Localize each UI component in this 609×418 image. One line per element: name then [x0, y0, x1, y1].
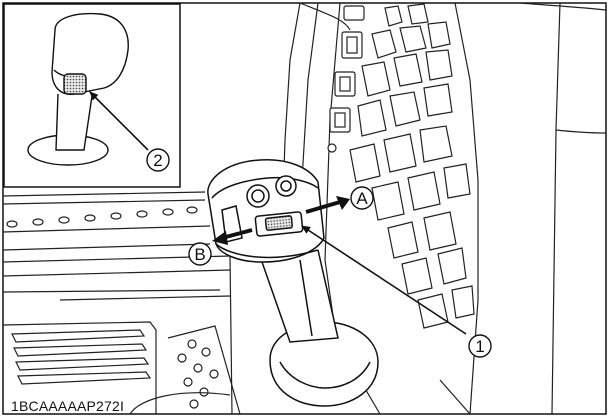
callout-one: 1: [468, 334, 492, 358]
callout-b: B: [188, 242, 212, 266]
window-grid: [349, 3, 475, 329]
arrow-b-head: [212, 231, 228, 245]
callout-a: A: [350, 186, 374, 210]
callout-two-label: 2: [153, 151, 162, 170]
console-left: [2, 191, 233, 415]
leader-lines: [89, 91, 467, 335]
joystick: [207, 159, 379, 407]
figure-code: 1BCAAAAAP272I: [11, 398, 125, 414]
panel-switches: [327, 5, 365, 153]
callout-a-label: A: [356, 189, 368, 208]
callout-two: 2: [146, 148, 170, 172]
arrow-a-head: [336, 196, 350, 210]
callout-one-label: 1: [475, 337, 484, 356]
arrow-b: [221, 228, 253, 240]
leader-line-2: [89, 91, 149, 151]
direction-arrows: [212, 196, 350, 245]
leader-line-1: [301, 225, 467, 335]
floor-panel: [2, 321, 241, 415]
callout-b-label: B: [194, 245, 205, 264]
arrow-a: [305, 200, 341, 214]
inset-detail: [3, 3, 181, 188]
